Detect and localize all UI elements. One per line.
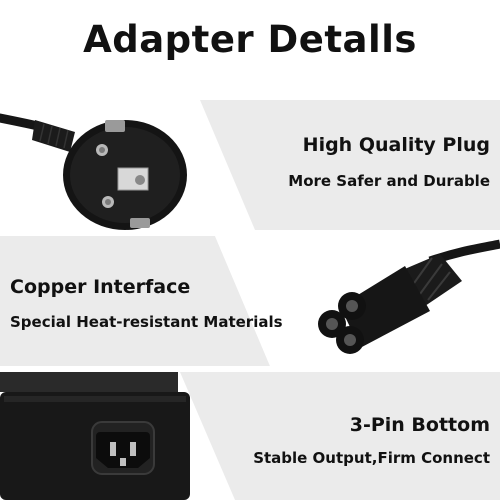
page-title: Adapter Detalls: [83, 18, 417, 61]
section-high-quality-plug: High Quality Plug More Safer and Durable: [0, 100, 500, 230]
section-copper-interface: Copper Interface Special Heat-resistant …: [0, 236, 500, 366]
adapter-brick-icon: [0, 372, 190, 500]
cloverleaf-connector-icon: [318, 239, 500, 354]
eu-plug-icon: [0, 113, 187, 230]
section-heading: Copper Interface: [10, 276, 191, 298]
section-subheading: More Safer and Durable: [288, 172, 490, 190]
section-subheading: Stable Output,Firm Connect: [253, 449, 490, 467]
section-3-pin-bottom: 3-Pin Bottom Stable Output,Firm Connect: [0, 372, 500, 500]
section-heading: 3-Pin Bottom: [349, 414, 490, 436]
section-heading: High Quality Plug: [302, 134, 490, 156]
section-subheading: Special Heat-resistant Materials: [10, 313, 283, 331]
